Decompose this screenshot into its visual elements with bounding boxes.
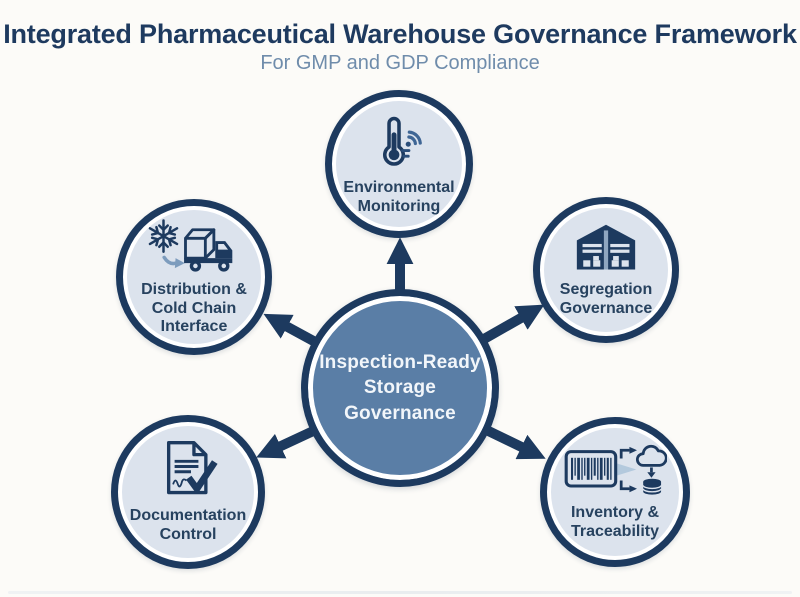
node-label: Documentation Control (129, 507, 247, 543)
node-inventory-traceability: Inventory & Traceability (540, 417, 690, 567)
page-title: Integrated Pharmaceutical Warehouse Gove… (3, 19, 797, 49)
node-segregation-governance: Segregation Governance (533, 197, 679, 343)
document-checkmark-icon (158, 439, 218, 500)
node-label: Environmental Monitoring (343, 178, 455, 215)
snowflake-box-truck-icon (144, 217, 244, 278)
page-subtitle: For GMP and GDP Compliance (260, 52, 540, 74)
node-distribution-cold-chain: Distribution & Cold Chain Interface (116, 199, 272, 355)
warehouse-segregation-icon (574, 221, 638, 274)
thermometer-wifi-icon (367, 112, 431, 172)
barcode-cloud-database-icon (563, 442, 667, 497)
node-label: Distribution & Cold Chain Interface (141, 280, 247, 336)
bottom-edge-artifact (8, 591, 792, 594)
node-label: Segregation Governance (559, 281, 653, 317)
hub-inspection-ready-storage-governance: Inspection-Ready Storage Governance (301, 289, 499, 487)
node-documentation-control: Documentation Control (111, 415, 265, 569)
hub-label: Inspection-Ready Storage Governance (319, 352, 481, 424)
node-environmental-monitoring: Environmental Monitoring (325, 90, 473, 238)
node-label: Inventory & Traceability (570, 504, 660, 540)
